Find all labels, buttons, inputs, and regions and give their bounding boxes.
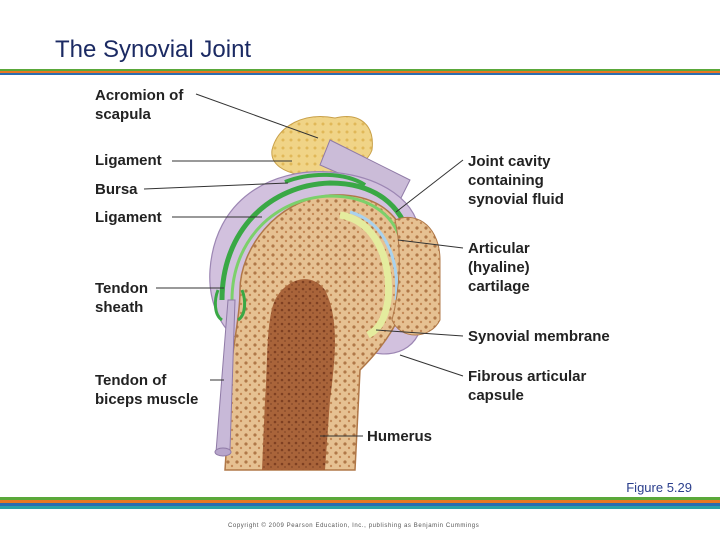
- synovial-joint-diagram: [143, 93, 464, 471]
- top-divider: [0, 69, 720, 75]
- articular-cartilage-shape: [339, 211, 393, 339]
- leader-lines: [143, 93, 464, 437]
- synovial-membrane-shape: [219, 180, 413, 301]
- label-synovial-membrane: Synovial membrane: [468, 328, 610, 345]
- copyright-text: Copyright © 2009 Pearson Education, Inc.…: [228, 523, 480, 529]
- label-humerus: Humerus: [367, 428, 433, 445]
- label-ligament-bottom: Ligament: [95, 209, 162, 226]
- label-bursa: Bursa: [95, 181, 138, 198]
- label-ligament-top: Ligament: [95, 152, 162, 169]
- joint-cavity-shape: [349, 210, 399, 301]
- bursa-shape: [284, 172, 367, 187]
- tendon-sheath-shape: [213, 289, 247, 322]
- page-title: The Synovial Joint: [55, 36, 252, 63]
- marrow-cavity: [262, 279, 335, 470]
- label-articular-cartilage: Articular(hyaline)cartilage: [468, 240, 530, 295]
- bottom-divider: [0, 497, 720, 509]
- figure-label: Figure 5.29: [626, 480, 692, 495]
- glenoid-shape: [391, 216, 441, 336]
